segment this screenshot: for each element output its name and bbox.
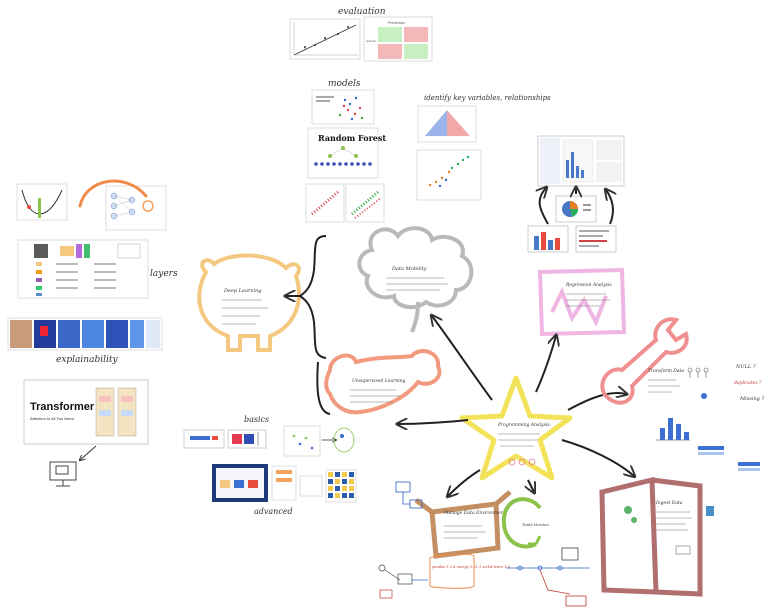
evaluation-regression-chart <box>289 18 361 60</box>
data-mobility-brain <box>357 226 474 333</box>
manage-lines <box>444 525 486 539</box>
pandas-sticky-note <box>429 553 475 589</box>
orange-curved-arrow <box>78 179 148 208</box>
note-tools: Tools Version <box>522 522 549 527</box>
people-icons <box>687 367 709 399</box>
unsupervised-arm <box>324 349 442 415</box>
arm-to-brace-arrow <box>316 361 331 415</box>
layers-table-card <box>17 239 149 299</box>
classification-scatter-cards <box>305 183 385 223</box>
workflow-doodles <box>378 564 428 599</box>
note-unsupervised: Unsupervised Learning <box>352 378 406 384</box>
population-pyramid-card <box>417 105 477 143</box>
transform-bar-chart <box>656 418 690 441</box>
manage-box <box>414 490 512 559</box>
transformer-paper-card: Transformer Attention Is All You Need <box>23 379 149 445</box>
transform-wrench <box>600 317 689 405</box>
transform-table-icons <box>698 446 760 471</box>
random-forest-card: Random Forest <box>307 127 386 179</box>
random-forest-title: Random Forest <box>318 133 386 143</box>
transformer-title: Transformer <box>30 401 95 413</box>
pie-chart-card <box>555 195 597 223</box>
tools-loop-arrow <box>528 535 542 546</box>
label-explainability: explainability <box>56 355 118 365</box>
basics-cards <box>183 425 355 457</box>
label-models: models <box>328 79 361 89</box>
models-brace <box>298 235 327 359</box>
clustering-scatter-card <box>311 89 375 125</box>
note-pandas: pandas 1.3.4 numpy 1.21.2 scikit-learn 1… <box>432 565 511 569</box>
timeline-doodles <box>506 547 590 607</box>
transformer-to-computer-arrow <box>80 445 97 460</box>
star-arrows <box>398 316 634 496</box>
arm-lines <box>350 389 400 403</box>
label-layers: layers <box>150 269 178 279</box>
star-lines <box>498 433 540 447</box>
ingest-door <box>599 476 703 597</box>
dashboard-screenshot-card <box>537 135 625 187</box>
deep-learning-head <box>197 253 301 352</box>
tools-loop <box>501 497 542 549</box>
confusion-side: Actual <box>366 39 376 43</box>
explainability-heatmap-strip <box>7 317 163 351</box>
programming-star <box>459 375 573 481</box>
note-data-mobility: Data Mobility <box>391 266 427 272</box>
label-evaluation: evaluation <box>338 7 386 17</box>
label-advanced: advanced <box>254 507 293 516</box>
bar-chart-card <box>527 225 569 253</box>
note-regression: Regression Analysis <box>565 282 612 288</box>
dashboard-arrows <box>540 188 613 225</box>
pairplot-scatter-card <box>416 149 482 201</box>
star-icons <box>508 458 536 466</box>
note-null: NULL ? <box>735 364 756 370</box>
transformer-subtitle: Attention Is All You Need <box>30 416 74 421</box>
note-deep-learning: Deep Learning <box>223 288 262 294</box>
regression-lines <box>566 293 610 307</box>
gradient-descent-card <box>16 183 68 221</box>
label-identify-variables: identify key variables, relationships <box>424 94 551 102</box>
ingest-icons <box>624 506 714 555</box>
computer-icon <box>49 461 77 487</box>
note-transform: Transform Data <box>648 368 684 374</box>
confusion-matrix-card: Prediction Actual <box>363 16 433 62</box>
ingest-lines <box>656 511 692 531</box>
manage-network-icons <box>395 481 423 509</box>
note-manage: Manage Data Environment <box>443 510 506 516</box>
advanced-cards <box>212 464 357 503</box>
note-ingest: Ingest Data <box>655 500 683 506</box>
note-programming: Programming Analysis <box>497 422 550 428</box>
confusion-header: Prediction <box>388 21 405 25</box>
note-duplicates: duplicates ? <box>734 380 762 386</box>
code-table-card <box>575 225 617 253</box>
transform-lines <box>648 379 680 393</box>
brain-lines <box>386 277 448 291</box>
label-basics: basics <box>244 415 269 424</box>
regression-frame <box>537 267 627 337</box>
deep-learning-lines <box>222 299 268 325</box>
note-missing: Missing ? <box>739 396 764 402</box>
neural-network-card <box>105 185 167 231</box>
